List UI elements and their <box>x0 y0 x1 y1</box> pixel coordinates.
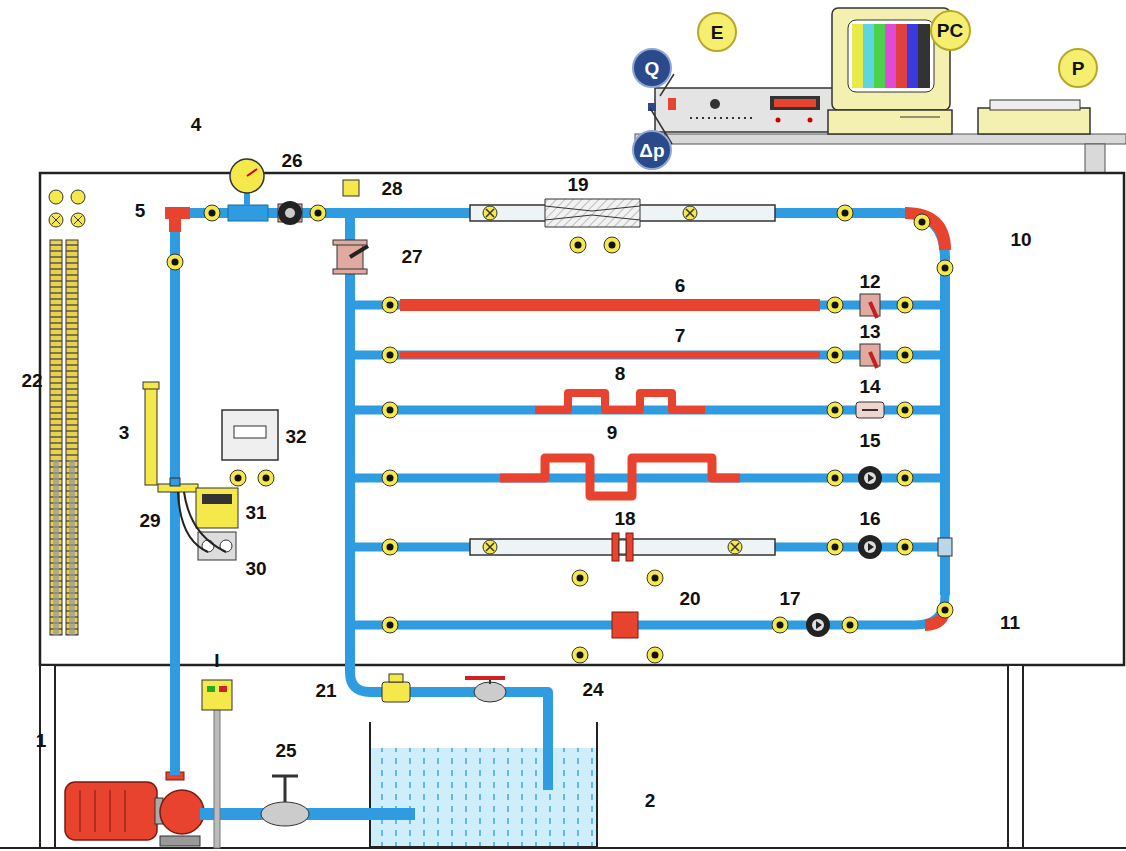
callout-text: 29 <box>139 510 160 531</box>
callout-number: 8 <box>615 364 626 383</box>
callout-text: 27 <box>401 246 422 267</box>
callout-text: 6 <box>675 275 686 296</box>
callout-number: 29 <box>139 511 160 530</box>
callout-number: 13 <box>859 322 880 341</box>
callout-number: 17 <box>779 589 800 608</box>
callout-number: 32 <box>285 427 306 446</box>
callout-text: 18 <box>614 508 635 529</box>
callout-text: 31 <box>245 502 266 523</box>
callout-text: 1 <box>36 730 47 751</box>
callout-number: I <box>214 651 219 670</box>
orifice-section <box>470 533 775 561</box>
callout-text: 22 <box>21 370 42 391</box>
callout-text: 11 <box>1000 612 1020 633</box>
callout-number: 10 <box>1010 230 1031 249</box>
callout-number: 30 <box>245 559 266 578</box>
callout-number: 27 <box>401 247 422 266</box>
signal-bubble: Q <box>632 48 672 88</box>
callout-number: 31 <box>245 503 266 522</box>
water-tank <box>370 722 597 847</box>
callout-text: 7 <box>675 325 686 346</box>
callout-text: 24 <box>582 679 603 700</box>
callout-text: 8 <box>615 363 626 384</box>
callout-text: 4 <box>191 114 202 135</box>
signal-bubble: PC <box>930 10 971 51</box>
callout-text: 21 <box>315 680 336 701</box>
callout-number: 28 <box>381 179 402 198</box>
bubble-text: Q <box>645 59 660 78</box>
branch-valves <box>806 294 952 637</box>
rig-frame <box>0 173 1126 848</box>
signal-bubble: E <box>697 12 737 52</box>
callout-number: 14 <box>859 377 880 396</box>
callout-number: 24 <box>582 680 603 699</box>
callout-number: 4 <box>191 115 202 134</box>
callout-text: 15 <box>859 430 880 451</box>
callout-text: 2 <box>645 790 656 811</box>
callout-number: 9 <box>607 423 618 442</box>
filter-body <box>612 612 638 638</box>
pipework <box>165 213 945 814</box>
callout-text: 14 <box>859 376 880 397</box>
callout-number: 7 <box>675 326 686 345</box>
callout-text: 19 <box>567 174 588 195</box>
bubble-text: PC <box>937 21 963 40</box>
signal-bubble: P <box>1058 48 1098 88</box>
callout-number: 21 <box>315 681 336 700</box>
callout-number: 5 <box>135 201 146 220</box>
callout-text: 28 <box>381 178 402 199</box>
bubble-text: P <box>1072 59 1085 78</box>
callout-number: 6 <box>675 276 686 295</box>
callout-text: I <box>214 650 219 671</box>
flow-instruments <box>143 382 278 560</box>
callout-text: 12 <box>859 271 880 292</box>
callout-text: 25 <box>275 740 296 761</box>
pump-motor <box>65 772 204 846</box>
callout-text: 17 <box>779 588 800 609</box>
callout-text: 5 <box>135 200 146 221</box>
callout-text: 13 <box>859 321 880 342</box>
callout-number: 22 <box>21 371 42 390</box>
callout-number: 3 <box>119 423 130 442</box>
callout-text: 20 <box>679 588 700 609</box>
callout-text: 32 <box>285 426 306 447</box>
callout-number: 2 <box>645 791 656 810</box>
callout-number: 20 <box>679 589 700 608</box>
callout-number: 25 <box>275 741 296 760</box>
lower-fittings <box>202 674 506 848</box>
top-fittings <box>228 159 368 274</box>
callout-text: 3 <box>119 422 130 443</box>
callout-number: 18 <box>614 509 635 528</box>
callout-number: 11 <box>1000 613 1020 632</box>
manometer-board <box>49 190 85 635</box>
callout-text: 9 <box>607 422 618 443</box>
callout-number: 12 <box>859 272 880 291</box>
callout-number: 16 <box>859 509 880 528</box>
callout-number: 15 <box>859 431 880 450</box>
callout-text: 30 <box>245 558 266 579</box>
callout-number: 1 <box>36 731 47 750</box>
bubble-text: E <box>711 23 724 42</box>
callout-text: 16 <box>859 508 880 529</box>
callout-text: 10 <box>1010 229 1031 250</box>
callout-number: 26 <box>281 151 302 170</box>
callout-text: 26 <box>281 150 302 171</box>
callout-number: 19 <box>567 175 588 194</box>
bubble-text: Δp <box>639 141 664 160</box>
venturi-section <box>470 199 775 227</box>
pipe-fittings <box>167 205 953 663</box>
signal-bubble: Δp <box>632 130 672 170</box>
